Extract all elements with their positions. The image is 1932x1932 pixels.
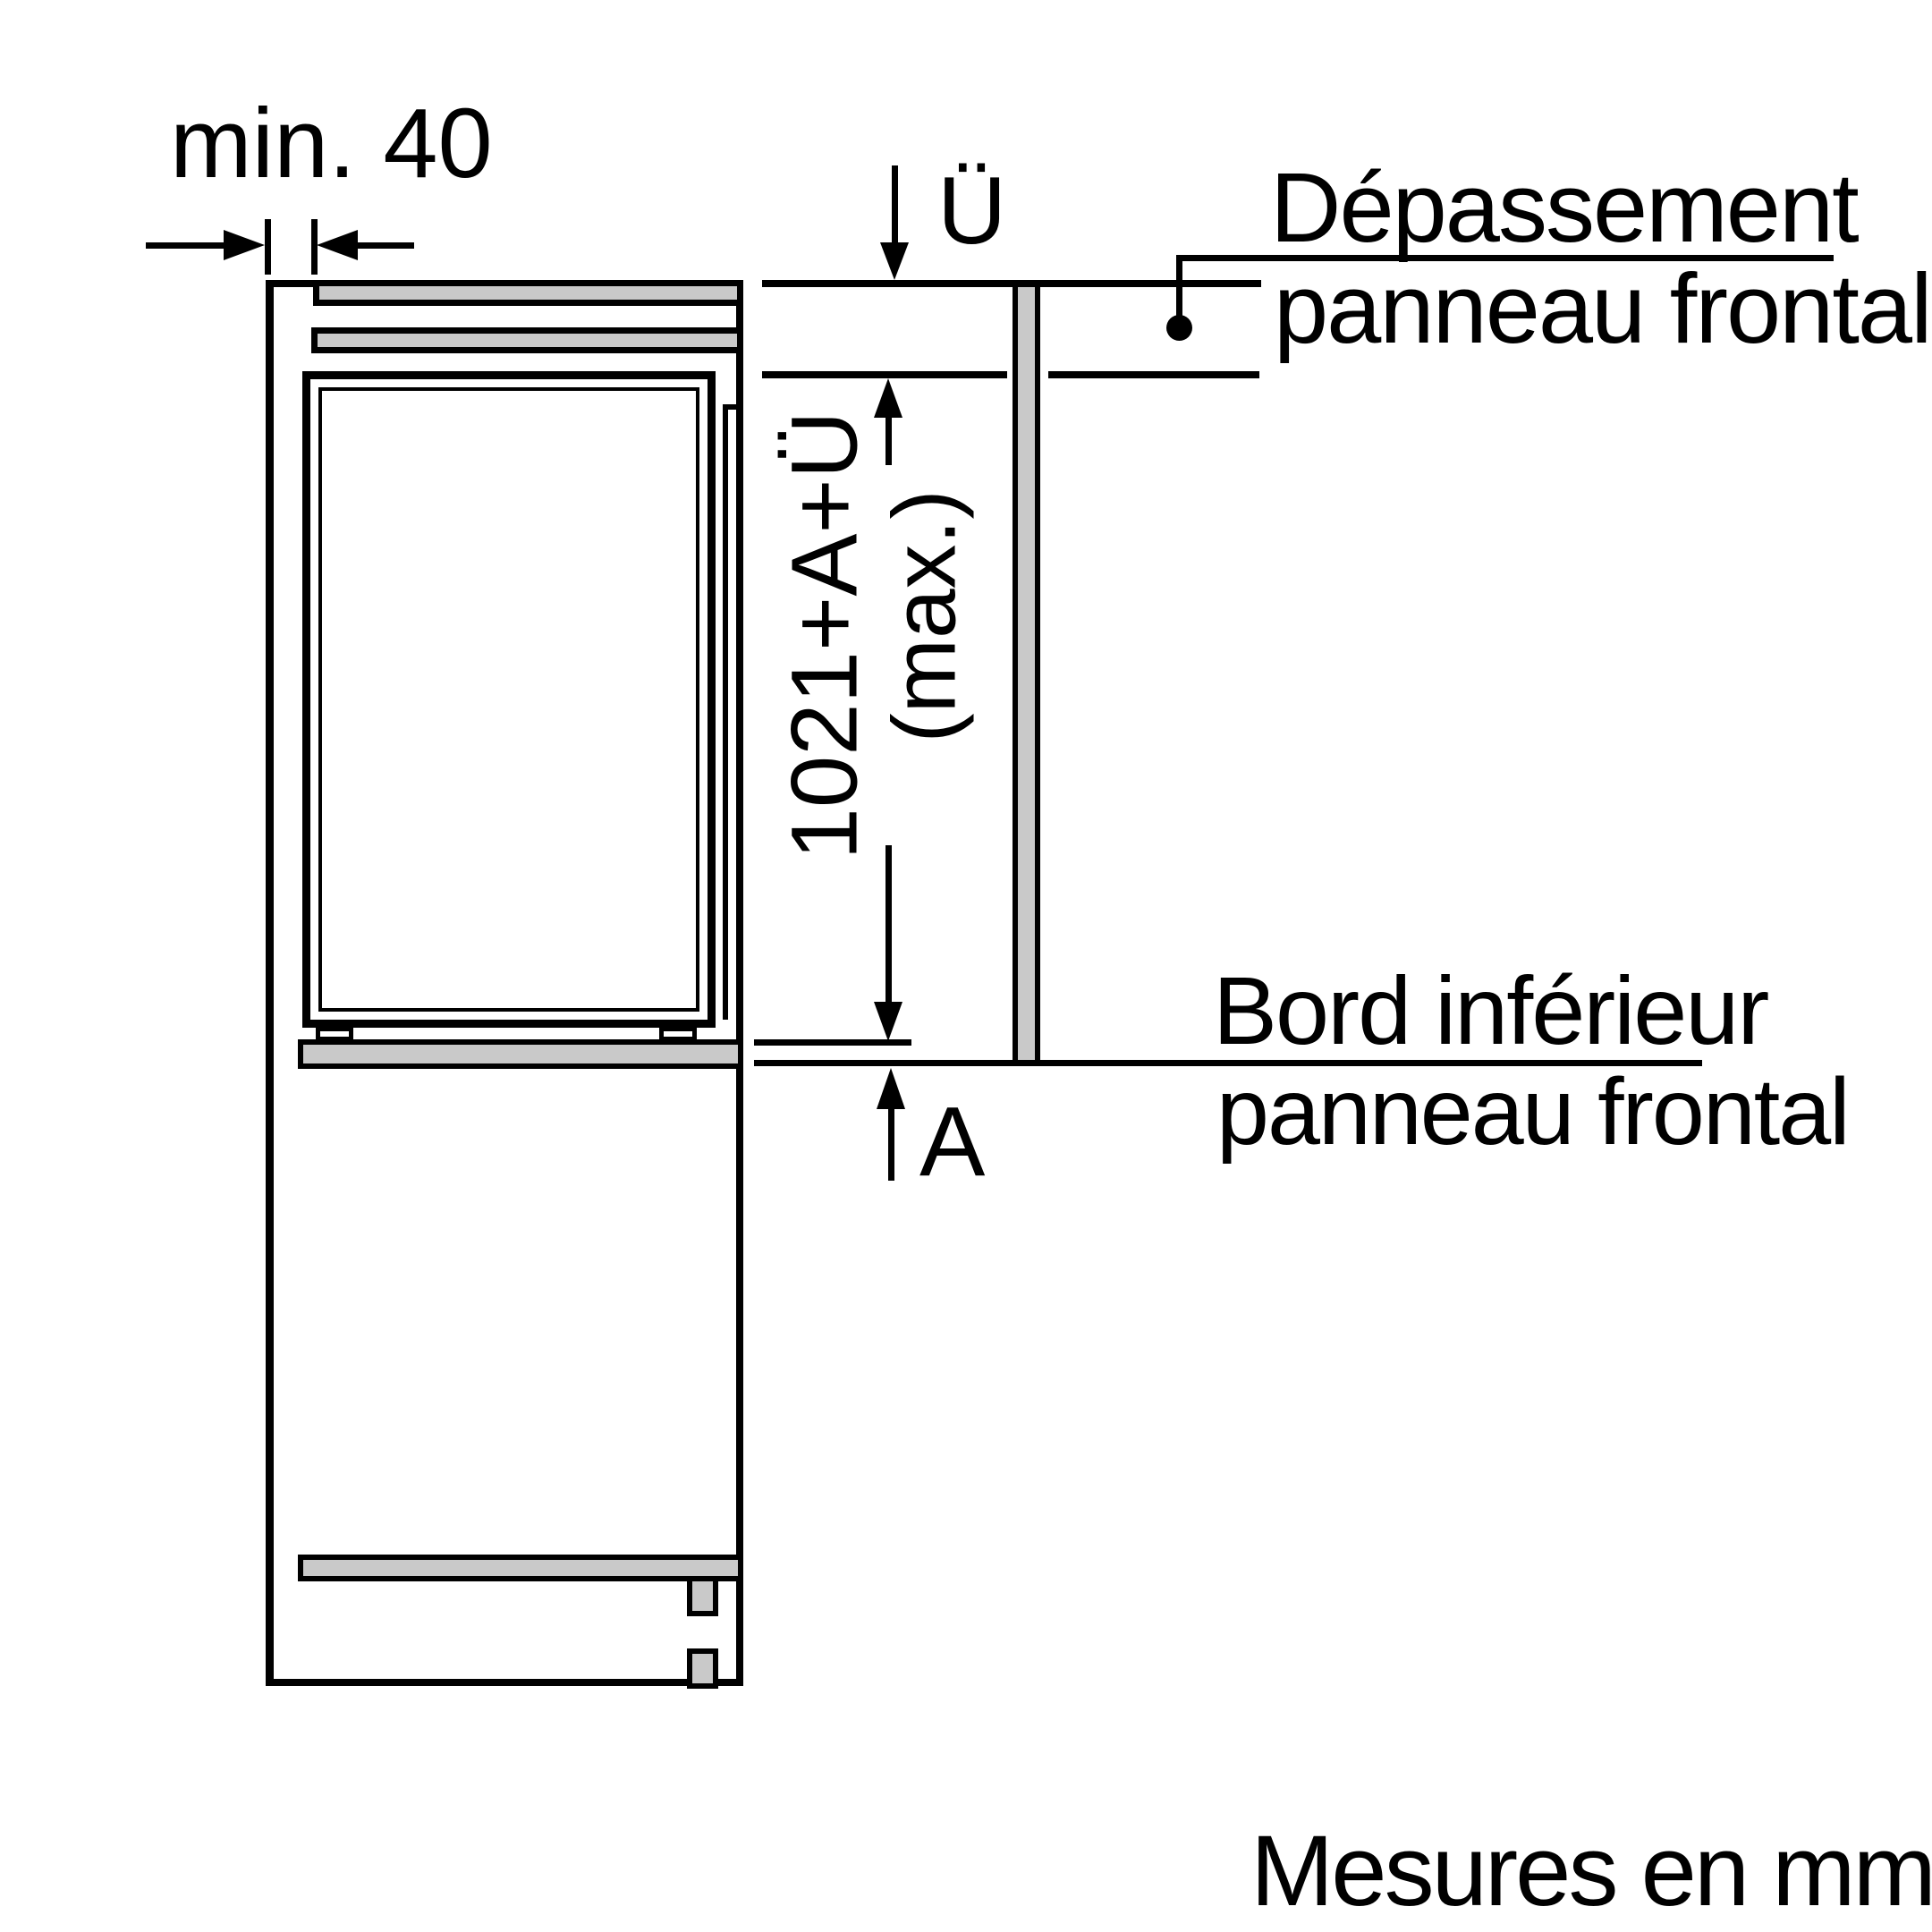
min-gap-arrow-left-shaft [146, 242, 225, 249]
a-dim-arrow-up [877, 1068, 905, 1109]
cabinet-left-wall [266, 280, 274, 1686]
door-foot-left [316, 1027, 353, 1041]
overhang-callout-line [1176, 255, 1834, 261]
extension-tick-left [265, 219, 271, 275]
units-note: Mesures en mm [1250, 1815, 1932, 1927]
appliance-top-rail-1 [313, 280, 743, 306]
min-gap-label: min. 40 [170, 89, 493, 199]
appliance-middle-rail [298, 1039, 743, 1069]
ref-line-door-bottom [754, 1039, 911, 1046]
overhang-callout-drop [1176, 255, 1182, 319]
a-dim-shaft [888, 1107, 894, 1181]
cabinet-bottom-line [266, 1679, 743, 1686]
appliance-top-rail-2 [311, 327, 743, 353]
cabinet-right-wall [736, 280, 743, 1686]
appliance-plinth-rail [298, 1555, 743, 1581]
min-gap-arrow-right-shaft [358, 242, 414, 249]
height-dim-shaft-upper [886, 416, 892, 465]
height-dim-qualifier: (max.) [875, 489, 975, 742]
ref-line-panel-top [762, 280, 1261, 287]
height-dim-label: 1021+A+Ü [772, 408, 877, 862]
door-side-frame-line [723, 404, 728, 1020]
fixing-block-upper [687, 1576, 718, 1616]
lower-edge-text-1: Bord inférieur [1213, 956, 1769, 1064]
front-panel [1013, 282, 1040, 1066]
height-dim-label-text: 1021+A+Ü [772, 410, 877, 860]
min-gap-arrow-left-head [224, 230, 265, 260]
appliance-door-inner [318, 387, 699, 1012]
overhang-arrow-shaft [892, 165, 898, 242]
door-foot-right [659, 1027, 697, 1041]
min-gap-arrow-right-head [317, 230, 358, 260]
height-dim-arrow-down [874, 1002, 902, 1041]
overhang-arrow-head [880, 242, 909, 280]
overhang-callout-dot [1166, 315, 1192, 341]
a-dim-label: A [919, 1087, 986, 1197]
appliance-door-outer [302, 371, 716, 1028]
overhang-symbol-label: Ü [937, 157, 1007, 264]
overhang-callout-text-1: Dépassement [1270, 153, 1860, 263]
lower-edge-text-2: panneau frontal [1216, 1059, 1851, 1165]
height-dim-qualifier-text: (max.) [875, 489, 975, 743]
height-dim-arrow-up [874, 378, 902, 418]
ref-line-door-top-right [1048, 371, 1259, 378]
height-dim-shaft-lower [886, 845, 892, 1004]
door-side-frame-connector [723, 404, 743, 410]
extension-tick-right [311, 219, 318, 275]
ref-line-door-top-left [762, 371, 1007, 378]
ref-line-panel-bottom [754, 1060, 1702, 1066]
overhang-callout-text-2: panneau frontal [1274, 254, 1932, 364]
fixing-block-lower [687, 1648, 718, 1689]
